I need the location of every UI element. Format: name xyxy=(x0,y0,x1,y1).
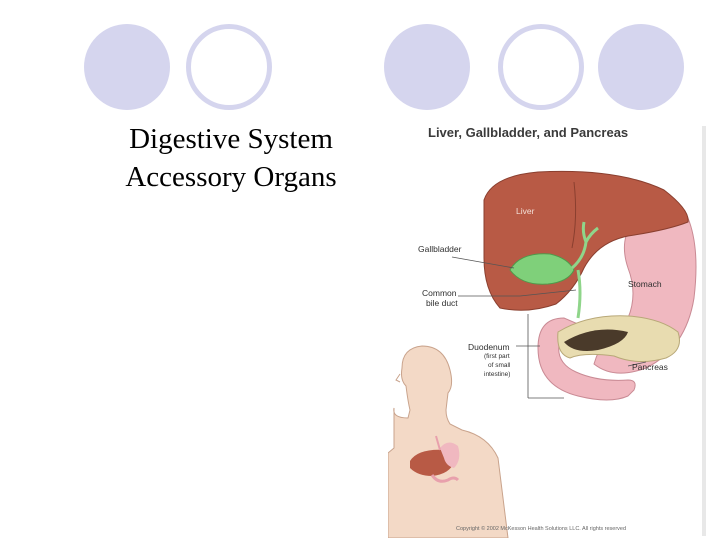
slide-title-line-2: Accessory Organs xyxy=(125,161,337,193)
label-duodenum-note-3: intestine) xyxy=(484,371,511,378)
label-common-bile-duct-2: bile duct xyxy=(426,298,458,308)
figure-edge xyxy=(702,126,706,536)
anatomy-illustration xyxy=(388,126,706,538)
decor-circle-1 xyxy=(84,24,170,110)
pancreatic-duct xyxy=(564,329,628,351)
label-duodenum: Duodenum xyxy=(468,342,510,352)
bile-duct-shape xyxy=(571,221,599,319)
human-silhouette xyxy=(388,345,509,538)
label-gallbladder: Gallbladder xyxy=(418,244,462,254)
anatomy-figure: Liver, Gallbladder, and Pancreas Liver G… xyxy=(388,118,708,538)
label-stomach: Stomach xyxy=(628,279,662,289)
label-common-bile-duct-1: Common xyxy=(422,288,457,298)
decor-circle-2 xyxy=(186,24,272,110)
decor-circle-3 xyxy=(384,24,470,110)
label-duodenum-note-2: of small xyxy=(488,362,511,369)
decor-circle-5 xyxy=(598,24,684,110)
slide-title-line-1: Digestive System xyxy=(129,123,333,155)
label-liver: Liver xyxy=(516,206,535,216)
decor-circle-4 xyxy=(498,24,584,110)
label-pancreas: Pancreas xyxy=(632,362,668,372)
gallbladder-shape xyxy=(509,253,575,285)
label-duodenum-note-1: (first part xyxy=(484,353,510,360)
slide-title: Digestive System Accessory Organs xyxy=(96,120,366,196)
figure-copyright: Copyright © 2002 McKesson Health Solutio… xyxy=(456,526,627,532)
figure-title: Liver, Gallbladder, and Pancreas xyxy=(428,125,629,140)
